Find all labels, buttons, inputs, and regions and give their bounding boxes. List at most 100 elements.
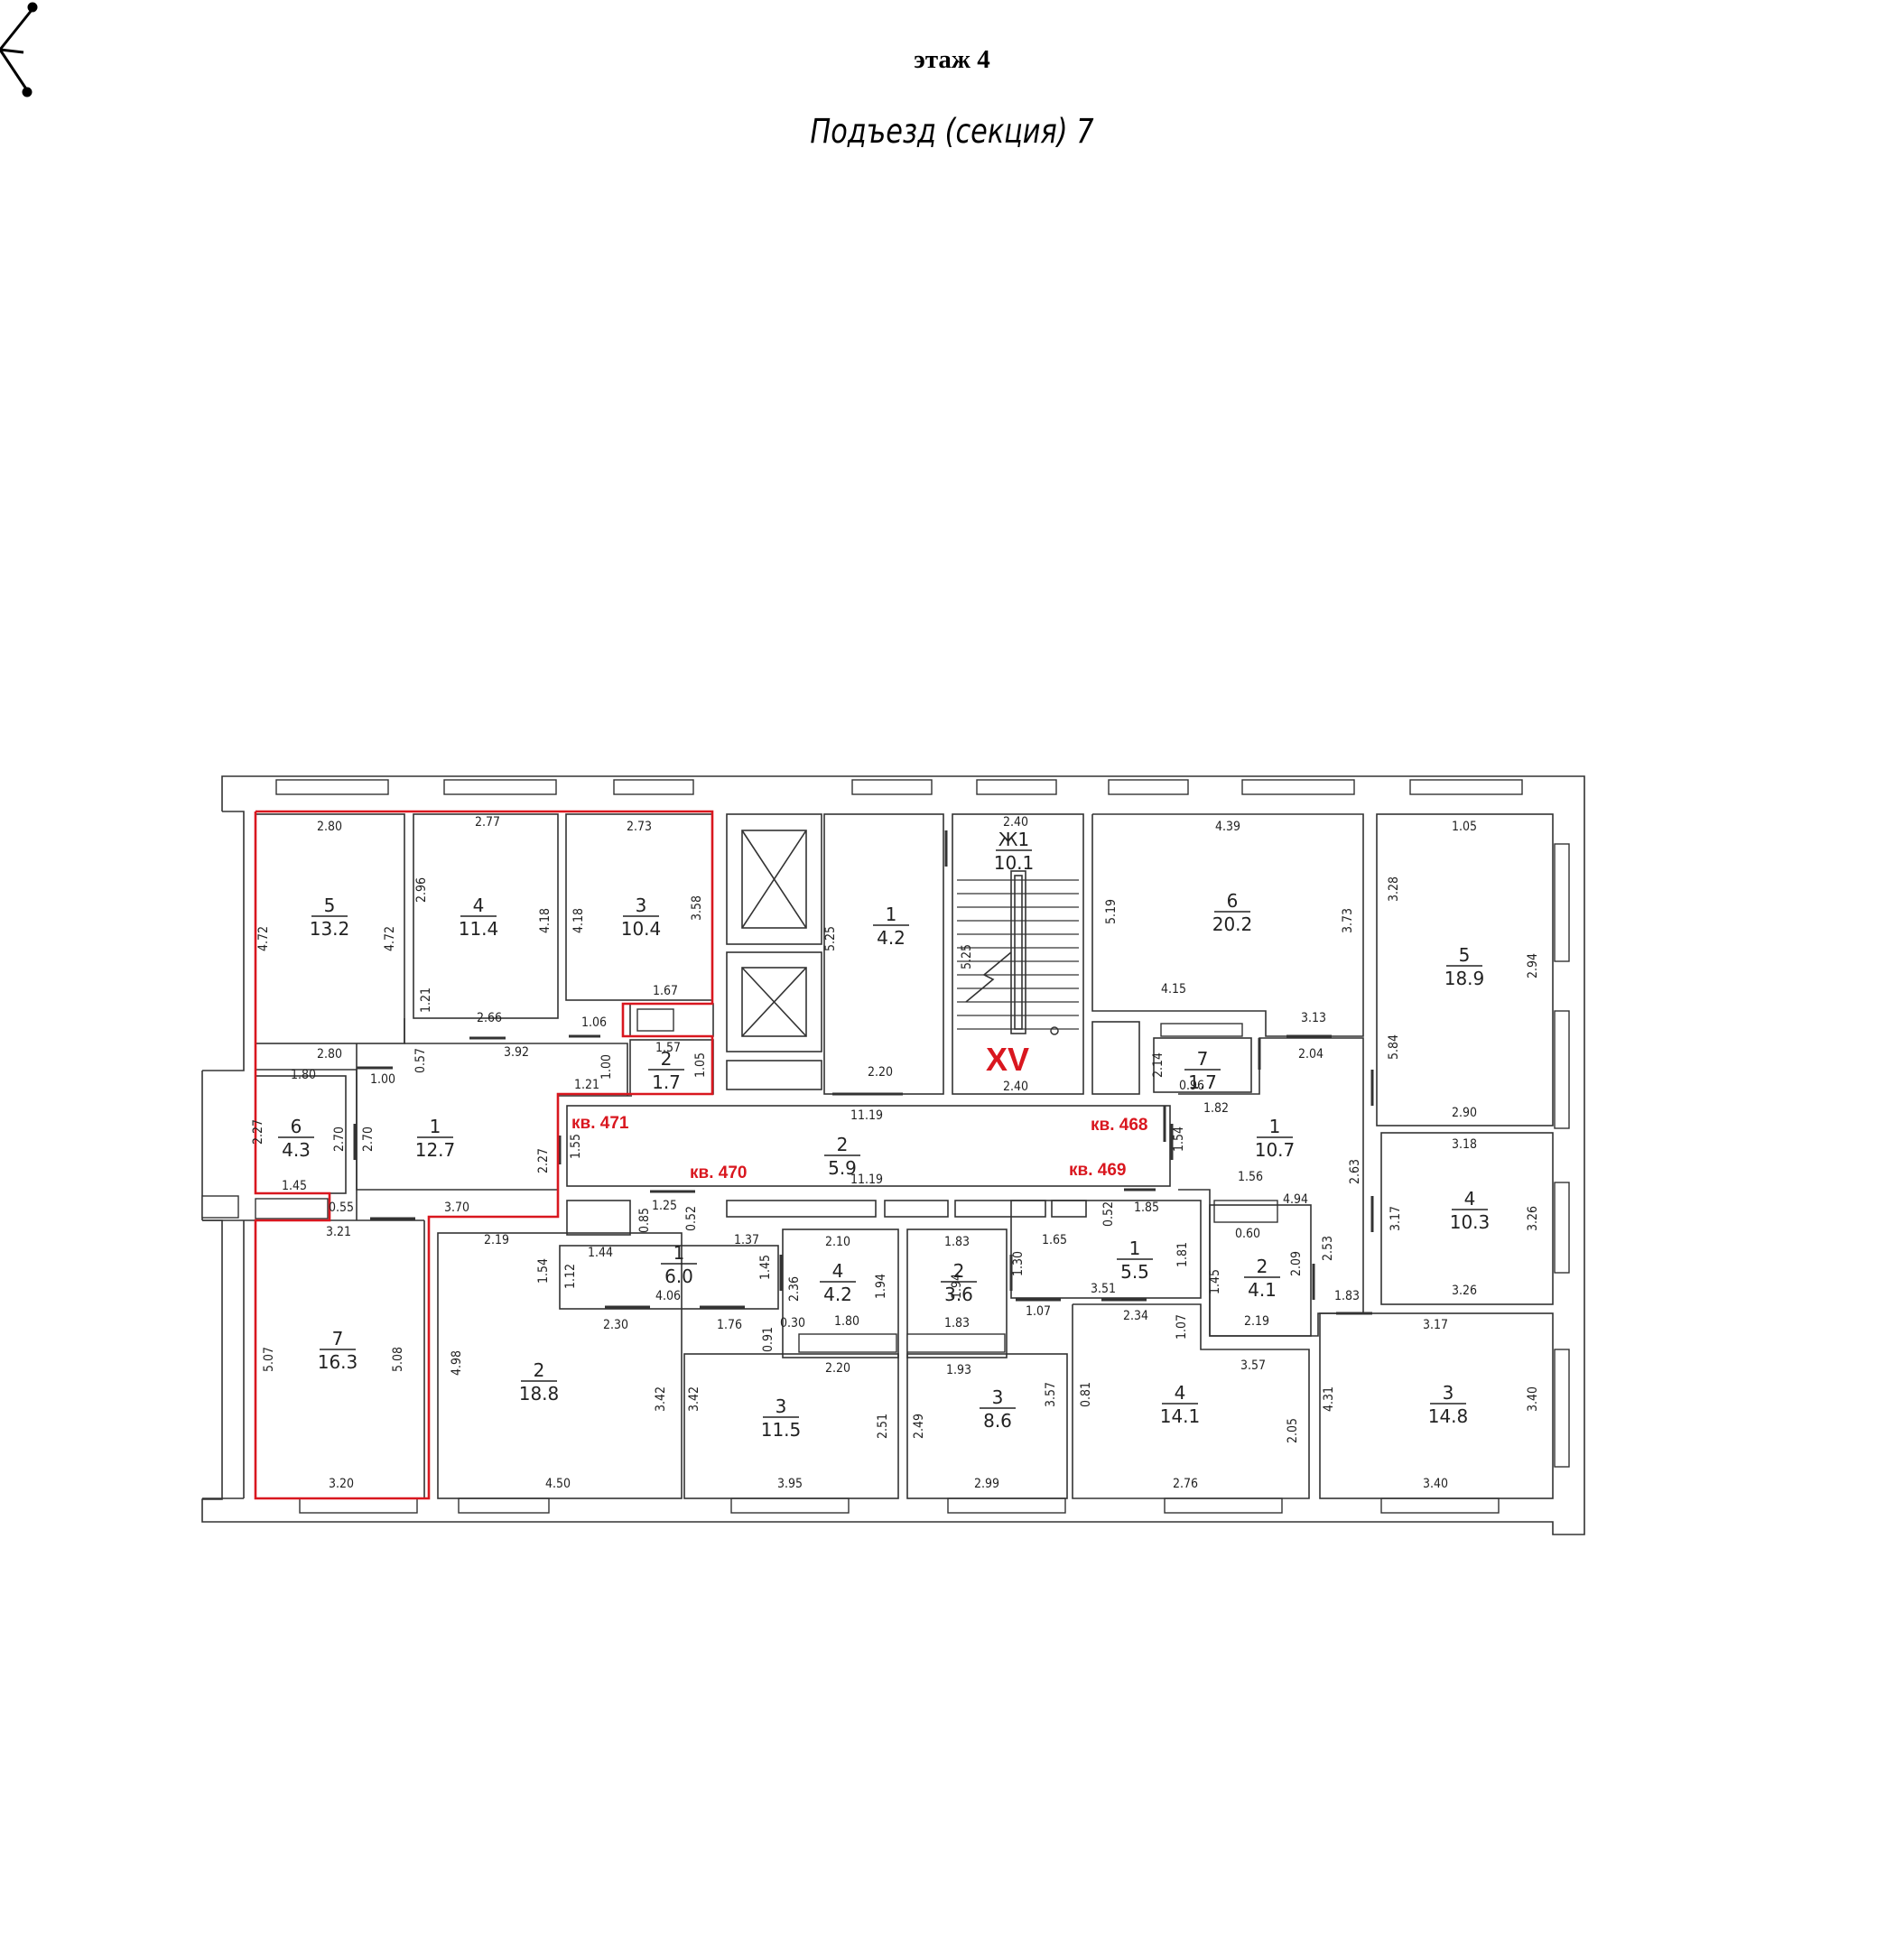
- room-number: 2: [837, 1134, 849, 1155]
- dimension-label: 4.39: [1215, 820, 1240, 834]
- dimension-label: 2.66: [477, 1011, 502, 1025]
- dimension-label: 1.81: [1175, 1242, 1190, 1267]
- dimension-label: 1.94: [874, 1274, 888, 1299]
- room-area: 3.6: [944, 1284, 973, 1305]
- dimension-label: 1.45: [1208, 1269, 1222, 1294]
- flat-label-471: кв. 471: [571, 1114, 629, 1133]
- room-number: 2: [534, 1359, 545, 1381]
- dimension-label: 2.94: [1526, 953, 1540, 978]
- room-area: 13.2: [310, 918, 350, 940]
- room-area: 5.9: [828, 1157, 857, 1179]
- dimension-label: 2.77: [475, 815, 500, 830]
- dimension-label: 5.25: [960, 944, 974, 969]
- dimension-label: 2.73: [627, 820, 652, 834]
- dimension-label: 0.81: [1079, 1382, 1093, 1407]
- room-area: 1.7: [652, 1071, 681, 1093]
- dimension-label: 0.30: [780, 1316, 805, 1330]
- dimension-label: 3.95: [777, 1477, 803, 1491]
- room-area: 4.2: [823, 1284, 852, 1305]
- room-number: 2: [953, 1260, 965, 1282]
- dimension-label: 1.07: [1175, 1314, 1189, 1340]
- dimension-label: 1.80: [291, 1068, 316, 1082]
- dimension-label: 2.36: [787, 1276, 802, 1302]
- room-area: 10.3: [1450, 1211, 1491, 1233]
- room-area: 6.0: [664, 1266, 693, 1287]
- dimension-label: 0.96: [1179, 1079, 1204, 1093]
- dimension-label: 2.27: [536, 1148, 551, 1173]
- dimension-label: 1.80: [834, 1314, 859, 1329]
- dimension-label: 3.51: [1091, 1282, 1116, 1296]
- dimension-label: 2.80: [317, 820, 342, 834]
- dimension-label: 1.37: [734, 1233, 759, 1247]
- room-area: 4.3: [282, 1139, 311, 1161]
- room-number: 4: [1464, 1188, 1476, 1210]
- dimension-label: 1.83: [944, 1316, 970, 1330]
- dimension-label: 0.57: [413, 1048, 428, 1073]
- dimension-label: 11.19: [850, 1108, 883, 1123]
- dimension-label: 3.57: [1044, 1382, 1058, 1407]
- flat-label-469: кв. 469: [1069, 1161, 1126, 1180]
- dimension-label: 1.94: [950, 1274, 964, 1299]
- dimension-label: 2.99: [974, 1477, 999, 1491]
- dimension-label: 2.20: [825, 1361, 850, 1376]
- dimension-label: 5.08: [391, 1347, 405, 1372]
- room-number: 7: [1197, 1048, 1209, 1070]
- dimension-label: 3.17: [1423, 1318, 1448, 1332]
- dimension-label: 2.09: [1289, 1251, 1304, 1276]
- dimension-label: 4.31: [1322, 1386, 1336, 1412]
- room-number: 6: [291, 1116, 302, 1137]
- dimension-label: 0.91: [761, 1327, 776, 1352]
- dimension-label: 2.05: [1286, 1418, 1300, 1443]
- compass-icon: [0, 2, 38, 97]
- dimension-label: 1.93: [946, 1363, 971, 1377]
- outer-walls: [201, 775, 1585, 1535]
- room-area: 20.2: [1212, 913, 1253, 935]
- section-number: XV: [986, 1041, 1029, 1078]
- room-number: 1: [1269, 1116, 1281, 1137]
- dimension-label: 1.83: [1334, 1289, 1360, 1303]
- dimension-label: 3.42: [687, 1386, 701, 1412]
- dimension-label: 1.55: [569, 1134, 583, 1159]
- dimension-label: 2.40: [1003, 1080, 1028, 1094]
- dimension-label: 1.05: [1452, 820, 1477, 834]
- dimension-label: 2.04: [1298, 1047, 1324, 1062]
- section-title: Подъезд (секция) 7: [810, 112, 1094, 151]
- dimension-label: 3.58: [690, 895, 704, 921]
- flat-label-470: кв. 470: [690, 1164, 747, 1182]
- room-area: 10.4: [621, 918, 662, 940]
- dimension-label: 5.07: [262, 1347, 276, 1372]
- dimension-label: 4.15: [1161, 982, 1186, 997]
- dimension-label: 1.56: [1238, 1170, 1263, 1184]
- dimension-label: 2.49: [912, 1414, 926, 1439]
- dimension-label: 3.92: [504, 1045, 529, 1060]
- dimension-label: 2.53: [1321, 1236, 1335, 1261]
- room-area: 10.1: [994, 852, 1035, 874]
- dimension-label: 4.18: [571, 908, 586, 933]
- room-area: 16.3: [318, 1351, 358, 1373]
- dimension-label: 4.98: [450, 1350, 464, 1376]
- room-area: 11.4: [459, 918, 499, 940]
- dimension-label: 2.27: [251, 1119, 265, 1145]
- dimension-label: 5.19: [1104, 899, 1119, 924]
- room-area: 10.7: [1255, 1139, 1296, 1161]
- dimension-label: 1.07: [1026, 1304, 1051, 1319]
- room-number: 2: [1257, 1256, 1268, 1277]
- room-number: Ж1: [998, 829, 1029, 850]
- dimension-label: 1.00: [370, 1072, 395, 1087]
- dimension-label: 3.26: [1452, 1284, 1477, 1298]
- room-number: 3: [636, 895, 647, 916]
- dimension-label: 3.13: [1301, 1011, 1326, 1025]
- dimension-label: 2.96: [414, 877, 429, 903]
- room-number: 1: [673, 1242, 685, 1264]
- dimension-label: 4.94: [1283, 1192, 1308, 1207]
- dimension-label: 3.21: [326, 1225, 351, 1239]
- dimension-label: 1.54: [536, 1258, 551, 1284]
- floor-title: этаж 4: [914, 45, 990, 74]
- dimension-label: 3.40: [1526, 1386, 1540, 1412]
- room-number: 4: [832, 1260, 844, 1282]
- dimension-label: 2.30: [603, 1318, 628, 1332]
- dimension-label: 1.05: [693, 1052, 708, 1078]
- dimension-label: 0.52: [684, 1206, 699, 1231]
- room-area: 18.8: [519, 1383, 560, 1405]
